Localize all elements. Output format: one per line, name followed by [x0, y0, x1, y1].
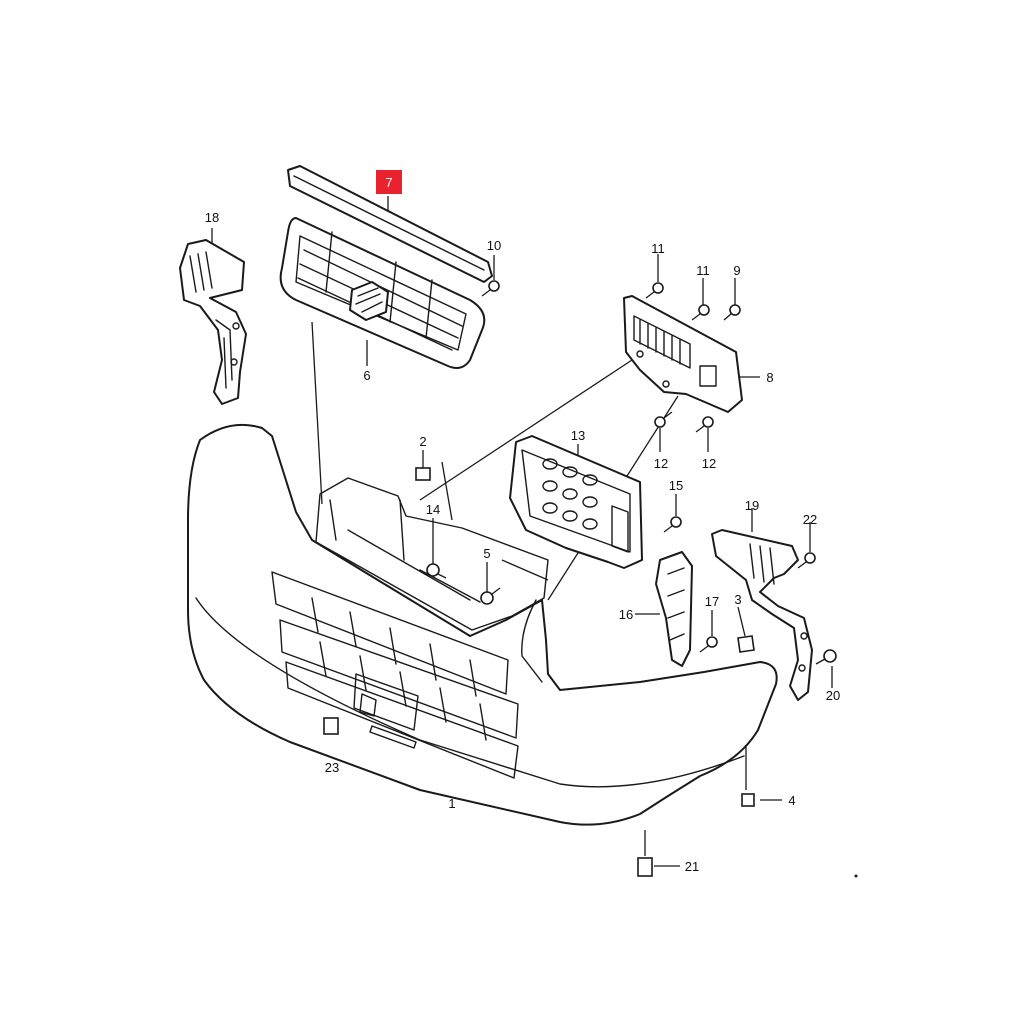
callout-8: 8	[766, 370, 773, 385]
bolt-12a-icon	[654, 416, 666, 428]
callout-21: 21	[685, 859, 699, 874]
callout-22: 22	[803, 512, 817, 527]
bolt-5-icon	[480, 591, 494, 605]
left-bracket	[179, 239, 247, 405]
callout-9: 9	[733, 263, 740, 278]
callout-19: 19	[745, 498, 759, 513]
callout-14: 14	[426, 502, 440, 517]
small-bracket	[655, 551, 693, 667]
bolt-14-icon	[426, 563, 440, 577]
bolt-11a-icon	[652, 282, 664, 294]
front-grille	[279, 217, 486, 369]
callout-23: 23	[325, 760, 339, 775]
callout-13: 13	[571, 428, 585, 443]
bolt-4-icon	[741, 793, 755, 807]
callout-2: 2	[419, 434, 426, 449]
callout-11a: 11	[651, 241, 665, 256]
grille-molding	[287, 165, 493, 283]
stray-dot	[854, 874, 858, 878]
callout-6: 6	[363, 368, 370, 383]
clip-3-icon	[737, 635, 755, 653]
right-side-bracket	[711, 529, 813, 701]
clip-2-icon	[415, 467, 431, 481]
bolt-22-icon	[804, 552, 816, 564]
callout-17: 17	[705, 594, 719, 609]
callout-5: 5	[483, 546, 490, 561]
bolt-9-icon	[729, 304, 741, 316]
bolt-15-icon	[670, 516, 682, 528]
callout-7: 7	[385, 175, 392, 190]
highlight-box	[376, 170, 402, 194]
fasteners	[323, 280, 837, 877]
callout-10: 10	[487, 238, 501, 253]
bolt-11b-icon	[698, 304, 710, 316]
bolt-17-icon	[706, 636, 718, 648]
callout-20: 20	[826, 688, 840, 703]
callout-16: 16	[619, 607, 633, 622]
callout-1: 1	[448, 796, 455, 811]
callout-labels: 7 18 6 10 11 11 9 8 12 12 2 13 15 14 5 1…	[205, 175, 840, 874]
callout-11b: 11	[696, 263, 710, 278]
callout-18: 18	[205, 210, 219, 225]
bolt-20-icon	[823, 649, 837, 663]
clip-23-icon	[323, 717, 339, 735]
callout-4: 4	[788, 793, 795, 808]
fog-lamp-bracket	[509, 435, 643, 569]
bolt-10-icon	[488, 280, 500, 292]
bolt-21-icon	[637, 857, 653, 877]
callout-3: 3	[734, 592, 741, 607]
callout-12b: 12	[702, 456, 716, 471]
callout-12a: 12	[654, 456, 668, 471]
callout-15: 15	[669, 478, 683, 493]
bolt-12b-icon	[702, 416, 714, 428]
fender-panel	[623, 295, 743, 413]
